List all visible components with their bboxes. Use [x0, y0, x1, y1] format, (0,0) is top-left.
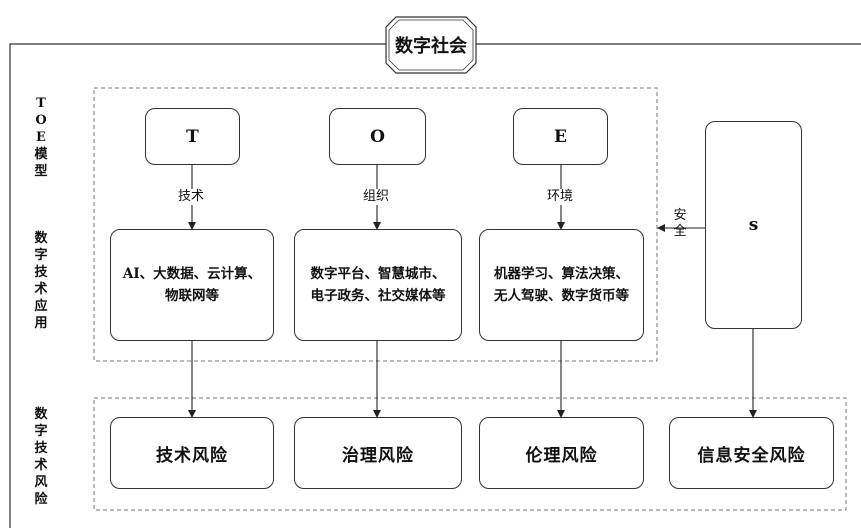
- diagram-title: 数字社会: [395, 36, 467, 57]
- toe-group-frame: [93, 87, 658, 362]
- tech-risk-box: 技术风险: [110, 417, 274, 489]
- t-box: T: [145, 108, 240, 165]
- s-edge-label: 安全: [673, 208, 687, 239]
- e-application-box: 机器学习、算法决策、无人驾驶、数字货币等: [479, 229, 644, 341]
- o-box: O: [329, 108, 426, 165]
- society-frame: [9, 43, 861, 528]
- side-label-risk: 数字技术风险: [34, 407, 48, 507]
- info-security-risk-box: 信息安全风险: [669, 417, 834, 489]
- t-application-box: AI、大数据、云计算、物联网等: [110, 229, 274, 341]
- t-edge-label: 技术: [176, 189, 207, 205]
- ethics-risk-box: 伦理风险: [479, 417, 644, 489]
- s-box: s: [705, 121, 802, 329]
- e-box: E: [513, 108, 608, 165]
- o-application-box: 数字平台、智慧城市、电子政务、社交媒体等: [294, 229, 462, 341]
- o-edge-label: 组织: [361, 189, 392, 205]
- title-frame: [385, 16, 477, 74]
- risk-group-frame: [93, 397, 847, 511]
- e-edge-label: 环境: [545, 189, 576, 205]
- governance-risk-box: 治理风险: [294, 417, 462, 489]
- side-label-application: 数字技术应用: [34, 231, 48, 331]
